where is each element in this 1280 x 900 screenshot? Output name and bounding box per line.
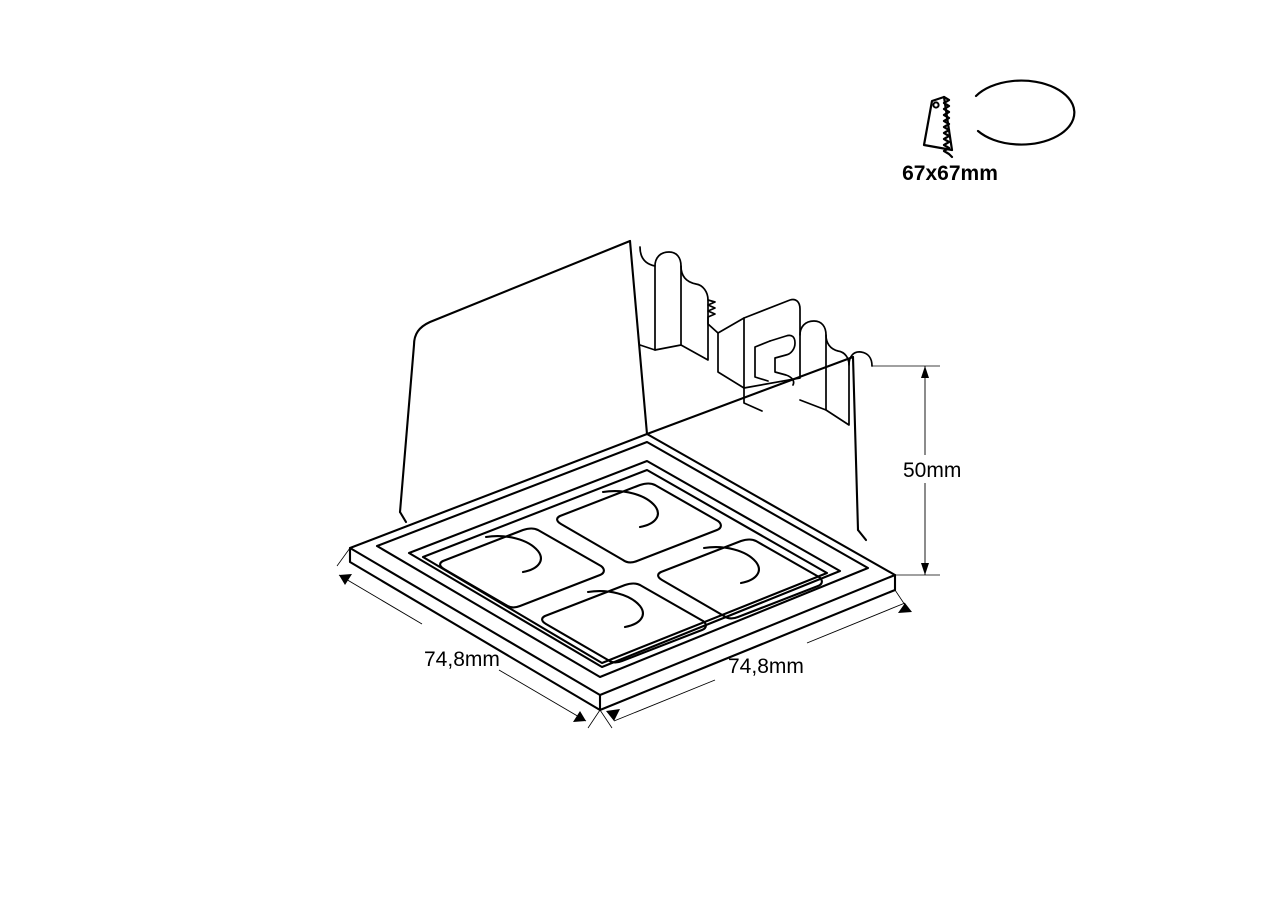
led-cell-right-opening <box>657 538 823 620</box>
spring-clip-bracket <box>717 298 801 412</box>
width-right-dim-line-b <box>806 602 906 644</box>
width-left-ext-end <box>587 709 601 729</box>
clip-blade-a2 <box>654 251 682 351</box>
bezel-recess-inner <box>421 468 829 665</box>
spring-clip-front <box>799 320 873 426</box>
housing-left-base-edge <box>398 510 408 524</box>
width-left-dim-line-b <box>498 669 587 722</box>
height-arrow-bottom <box>921 563 929 575</box>
led-cell-left-opening <box>439 527 605 609</box>
clip-blade-a1 <box>639 246 656 351</box>
spring-clip-rear <box>639 246 719 361</box>
clip-blade-c3-top <box>848 351 873 367</box>
housing-right-base-edge <box>856 528 868 542</box>
clip-bracket-face <box>743 298 801 389</box>
housing-center-vertical-edge <box>628 239 649 436</box>
cutout-saw-icon <box>922 79 1076 159</box>
housing-right-top-edge <box>645 355 855 436</box>
led-reflector-left <box>484 535 542 574</box>
bezel-front-thickness <box>348 546 602 712</box>
led-cell-front <box>541 582 707 664</box>
height-label-bg <box>898 455 960 483</box>
downlight-product <box>348 239 897 712</box>
width-right-ext-start <box>599 709 613 729</box>
bezel-faceplate <box>348 432 897 712</box>
clip-blade-c1 <box>799 320 827 411</box>
clip-blade-a3 <box>680 265 709 361</box>
cutout-size-label: 67x67mm <box>902 162 998 185</box>
led-cell-grid <box>439 482 823 664</box>
bezel-recess-outer <box>407 459 842 669</box>
bezel-inner-edge-outline <box>375 440 870 679</box>
cutout-badge: 67x67mm <box>902 79 1076 185</box>
width-right-arrow-start <box>606 709 620 721</box>
dimension-width-right-74-8mm: 74,8mm <box>599 589 912 729</box>
saw-hole-icon <box>932 101 940 109</box>
width-right-dimension-label: 74,8mm <box>728 655 804 678</box>
width-left-dim-line-a <box>338 574 423 625</box>
width-left-arrow-end <box>573 711 586 722</box>
led-cell-back <box>556 482 722 564</box>
led-cell-back-opening <box>556 482 722 564</box>
width-right-dim-line-a <box>613 679 716 722</box>
led-cell-left <box>439 527 605 609</box>
led-reflector-right <box>702 546 760 585</box>
housing-body <box>398 239 868 542</box>
clip-bracket-left-panel <box>717 317 745 389</box>
led-cell-front-opening <box>541 582 707 664</box>
clip-latch-notches <box>707 299 719 334</box>
dimension-height-50mm: 50mm <box>872 365 961 576</box>
led-reflector-back <box>601 490 659 529</box>
spring-clips <box>639 246 873 426</box>
housing-top-left-edge <box>412 239 632 347</box>
housing-left-vertical-edge <box>398 343 416 514</box>
cutout-ellipse-icon <box>974 79 1076 146</box>
bezel-right-thickness <box>598 573 897 712</box>
clip-hook-outer <box>769 334 796 386</box>
saw-teeth-icon <box>942 95 954 159</box>
clip-blade-c2 <box>825 334 850 426</box>
dimension-width-left-74-8mm: 74,8mm <box>336 547 601 729</box>
led-cell-right <box>657 538 823 620</box>
width-left-ext-start <box>336 547 351 567</box>
clip-hook-inner <box>754 340 771 382</box>
width-left-arrow-start <box>339 574 352 585</box>
width-right-arrow-end <box>898 603 912 613</box>
height-dimension-label: 50mm <box>903 459 961 482</box>
housing-right-vertical-edge <box>851 355 860 532</box>
led-reflector-front <box>586 590 644 629</box>
clip-bracket-lip <box>743 387 763 412</box>
height-arrow-top <box>921 366 929 378</box>
width-left-dimension-label: 74,8mm <box>424 648 500 671</box>
